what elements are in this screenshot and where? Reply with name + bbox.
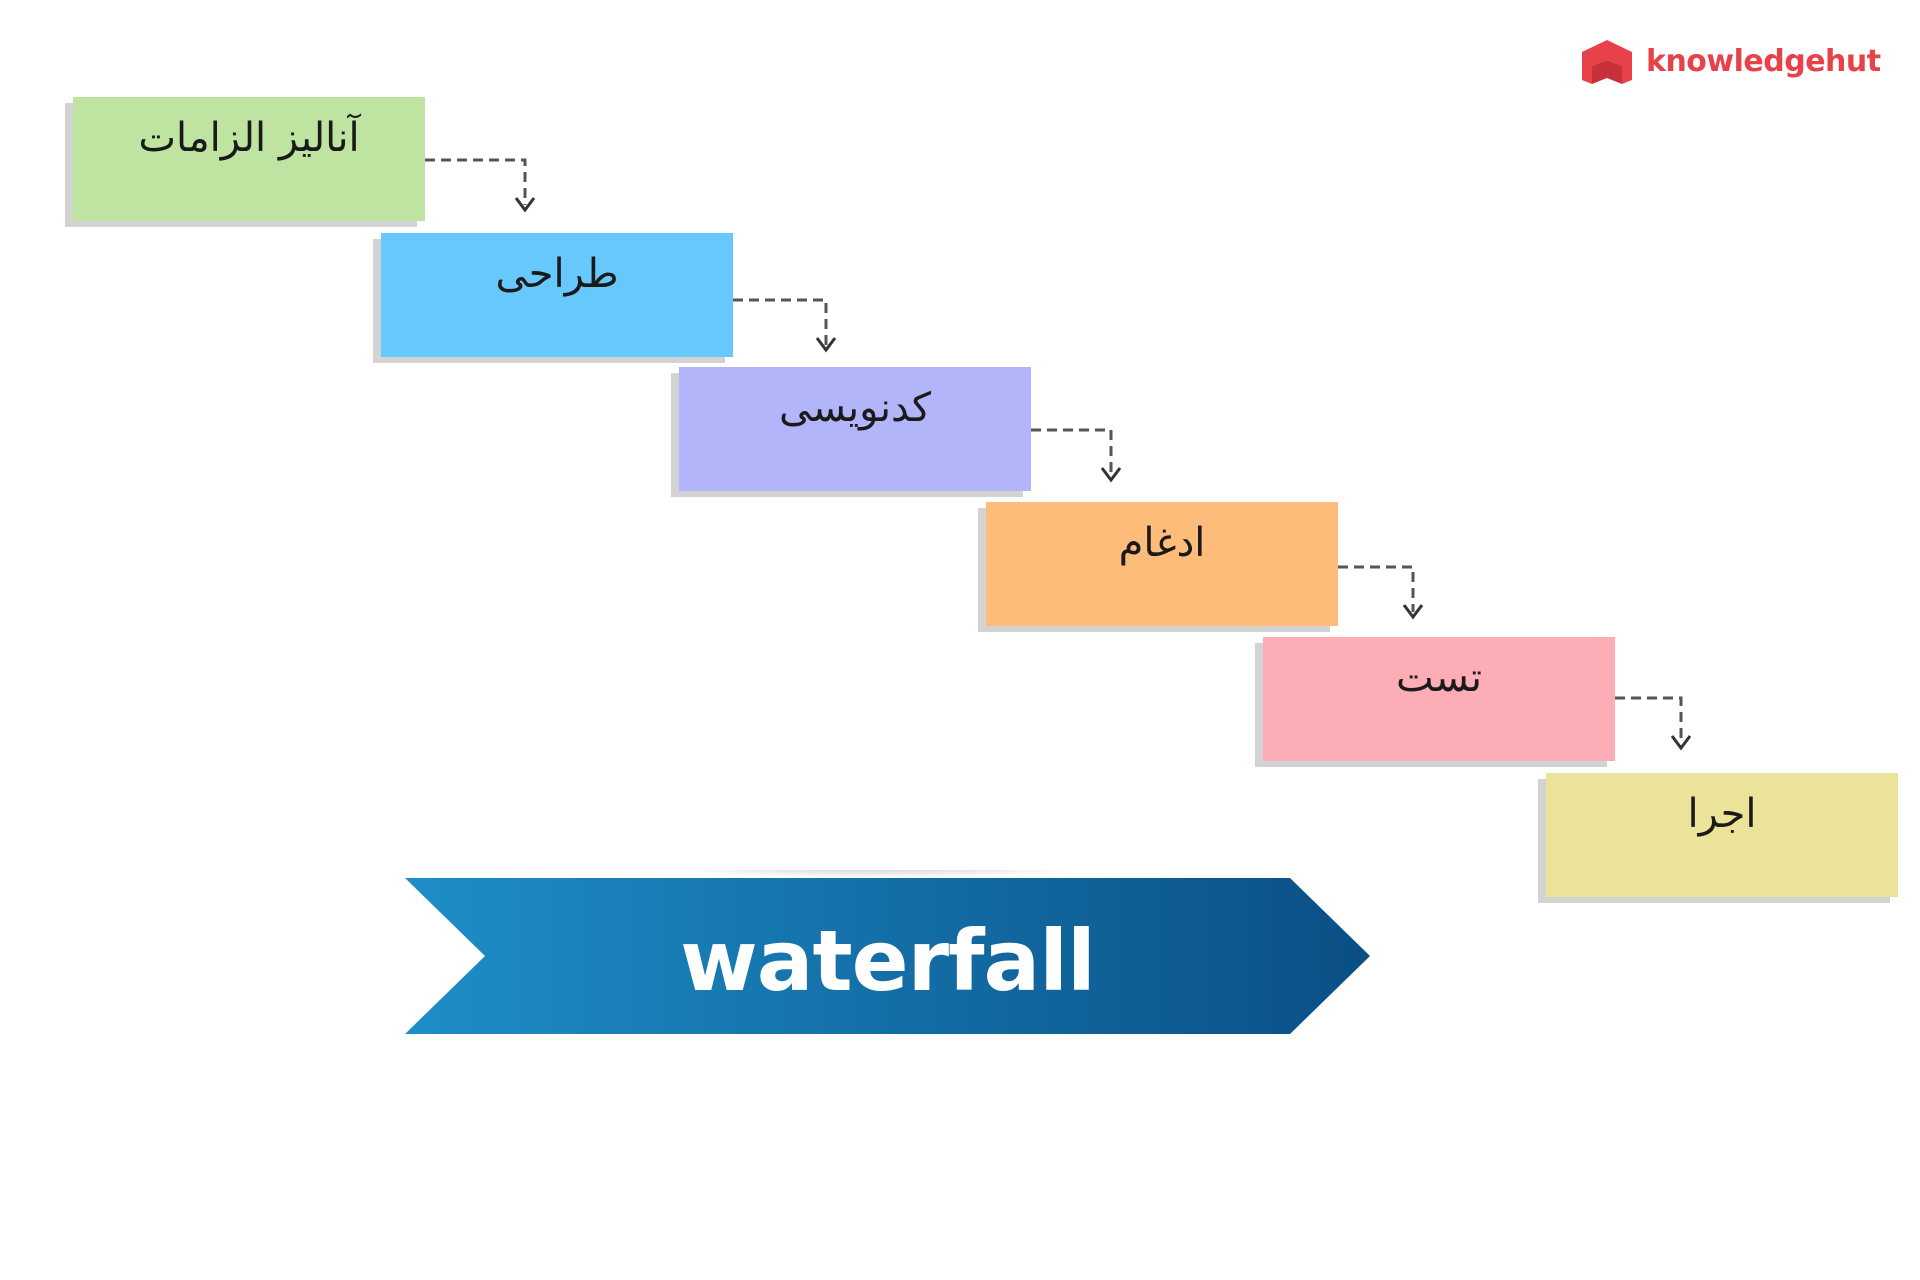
step-connector xyxy=(425,158,536,213)
brand-name: knowledgehut xyxy=(1646,43,1881,79)
step-connector xyxy=(1615,696,1692,751)
step-testing: تست xyxy=(1263,637,1615,761)
step-requirements-analysis: آنالیز الزامات xyxy=(73,97,425,221)
arrow-down-icon xyxy=(1100,467,1122,483)
arrow-down-icon xyxy=(815,337,837,353)
step-connector xyxy=(733,298,837,353)
step-design: طراحی xyxy=(381,233,733,357)
arrow-down-icon xyxy=(1402,604,1424,620)
brand-logo: knowledgehut xyxy=(1578,36,1881,86)
step-label: کدنویسی xyxy=(779,385,931,431)
step-connector xyxy=(1338,565,1424,620)
step-deployment: اجرا xyxy=(1546,773,1898,897)
step-coding: کدنویسی xyxy=(679,367,1031,491)
step-connector xyxy=(1031,428,1122,483)
arrow-down-icon xyxy=(514,197,536,213)
step-label: ادغام xyxy=(1118,520,1206,566)
step-label: طراحی xyxy=(495,251,619,297)
step-label: تست xyxy=(1395,655,1483,701)
waterfall-banner xyxy=(405,870,1370,1034)
arrow-right-banner xyxy=(405,878,1370,1034)
knowledgehut-logo-icon xyxy=(1582,40,1632,84)
step-label: اجرا xyxy=(1687,791,1757,837)
step-integration: ادغام xyxy=(986,502,1338,626)
banner-title: waterfall xyxy=(680,912,1096,1010)
arrow-down-icon xyxy=(1670,735,1692,751)
step-label: آنالیز الزامات xyxy=(138,115,360,161)
